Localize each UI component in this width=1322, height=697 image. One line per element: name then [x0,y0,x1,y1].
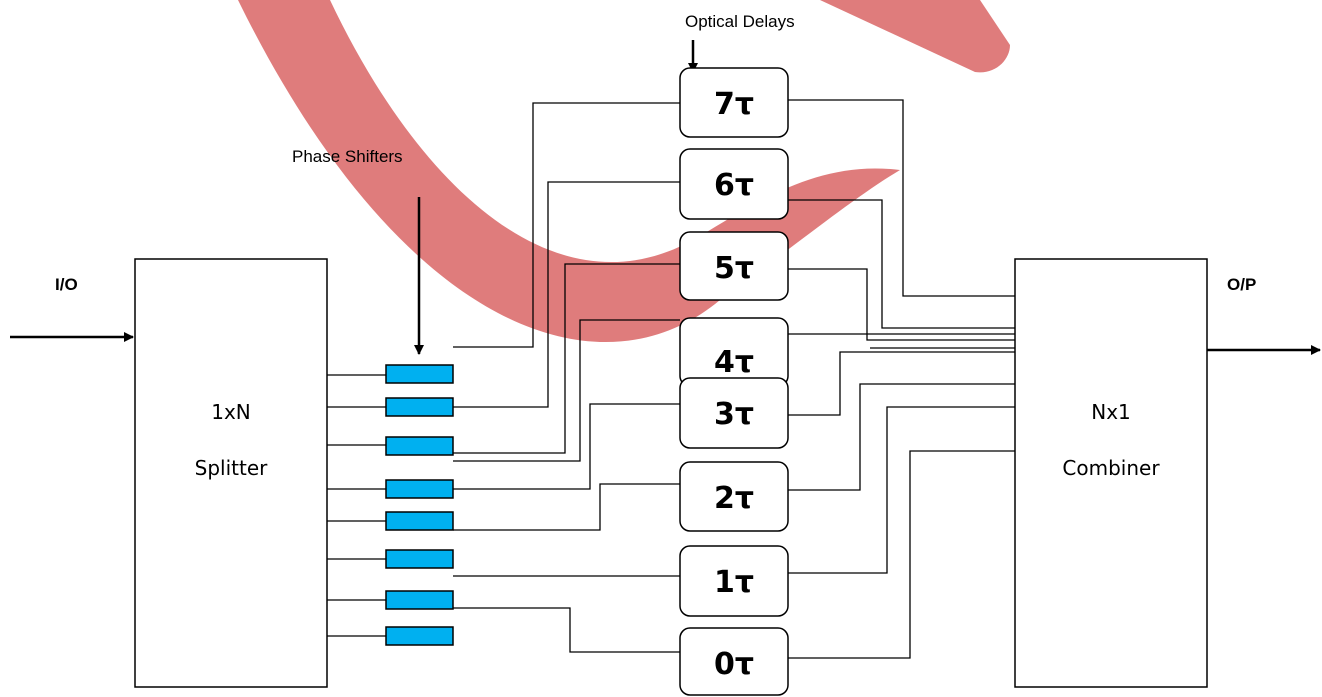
delay-3t: 3τ [679,377,789,449]
phase-shifter [385,364,454,384]
delay-label: 5τ [714,251,754,286]
wire-to-delay-6t [453,181,680,408]
phase-shifter [385,590,454,610]
input-label: I/O [55,275,78,294]
wire-from-delay-6t [788,199,1015,329]
wire-from-delay-2t [788,383,1015,491]
phase-shifter-column [385,364,454,646]
combiner-label-line1: Nx1 [1091,400,1131,424]
combiner-box [1014,258,1208,688]
delay-1t: 1τ [679,545,789,617]
delay-6t: 6τ [679,148,789,220]
phase-shifters-label: Phase Shifters [292,147,403,166]
optical-delays-label: Optical Delays [685,12,795,31]
delay-label: 3τ [714,397,754,432]
wire-from-delay-3t [788,351,1015,416]
delay-label: 0τ [714,647,754,682]
splitter-label-line2: Splitter [195,456,268,480]
phase-shifter [385,549,454,569]
wire-from-delay-1t [788,406,1015,574]
wire-to-delay-0t [453,607,680,653]
delay-box [679,67,789,138]
splitter-box [134,258,328,688]
combiner-label-line2: Combiner [1062,456,1160,480]
phase-shifter [385,626,454,646]
delay-0t: 0τ [679,627,789,696]
wire-to-delay-3t [453,403,680,490]
wire-from-delay-7t [788,99,1015,297]
watermark-stroke [238,0,1010,343]
wire-to-delay-2t [453,483,680,531]
wire-from-delay-0t [788,450,1015,659]
delay-label: 1τ [714,565,754,600]
delay-box [679,377,789,449]
wire-to-delay-5t [453,263,680,454]
delay-7t: 7τ [679,67,789,138]
delay-label: 6τ [714,168,754,203]
delay-label: 4τ [714,345,754,380]
delay-box [679,148,789,220]
phase-shifter [385,511,454,531]
phase-shifter [385,479,454,499]
delay-5t: 5τ [679,231,789,301]
wire-from-delay-5t [788,268,1015,341]
splitter-label-line1: 1xN [211,400,251,424]
delay-box [679,231,789,301]
delay-label: 2τ [714,481,754,516]
output-label: O/P [1227,275,1256,294]
delay-2t: 2τ [679,461,789,532]
delay-box [679,627,789,696]
wire-to-delay-4t [453,319,680,462]
delay-box [679,545,789,617]
phase-shifter [385,436,454,456]
delay-4t: 4τ [679,317,789,387]
delay-label: 7τ [714,87,754,122]
delay-box [679,461,789,532]
wire-to-delay-7t [453,102,680,348]
phase-shifter [385,397,454,417]
